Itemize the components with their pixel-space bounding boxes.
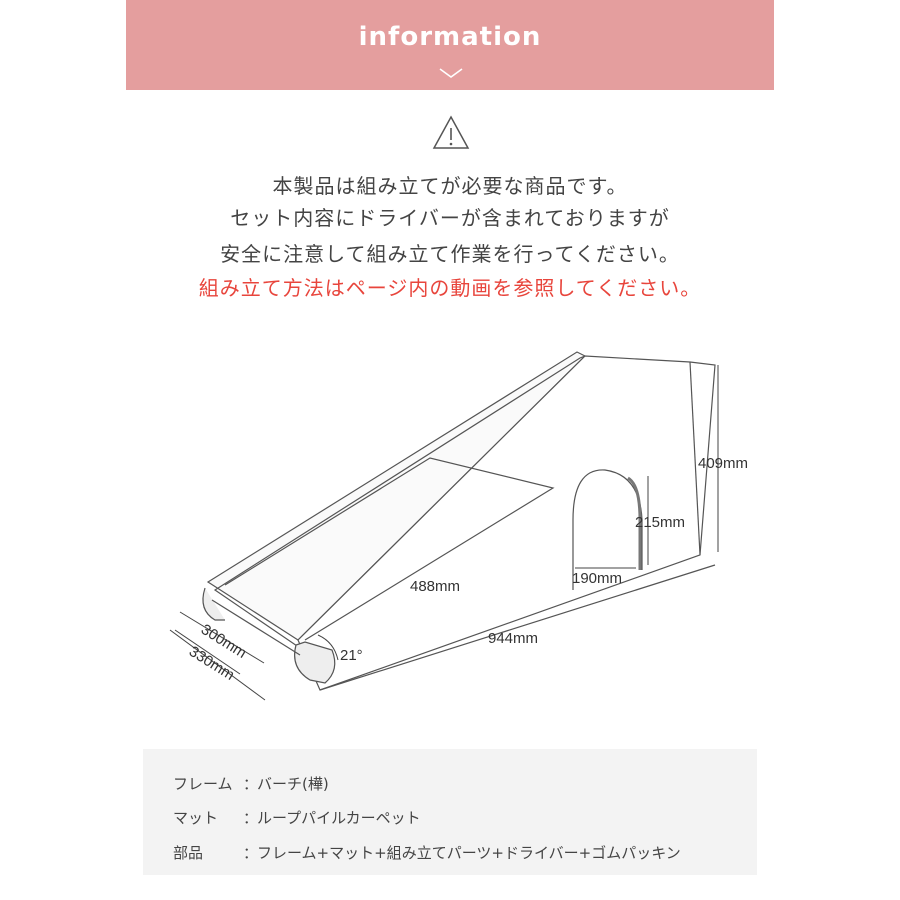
notice-line-2: セット内容にドライバーが含まれておりますが [230,206,670,230]
spec-row-parts: 部品 ：フレーム+マット+組み立てパーツ+ドライバー+ゴムパッキン [173,842,681,863]
notice-line-1: 本製品は組み立てが必要な商品です。 [272,174,628,198]
spec-colon: ： [243,844,259,862]
spec-table: フレーム：バーチ(樺) マット：ループパイルカーペット 部品：フレーム+マット+… [143,749,757,875]
spec-key: 部品 [173,844,204,862]
spec-value: フレーム+マット+組み立てパーツ+ドライバー+ゴムパッキン [257,844,681,862]
angle-label: 21° [340,647,363,664]
arch-height-label: 215mm [635,514,685,531]
warning-icon [432,115,470,149]
mat-length-label: 488mm [410,578,460,595]
notice-line-3: 安全に注意して組み立て作業を行ってください。 [220,242,680,266]
spec-key: マット [173,809,219,827]
spec-value: バーチ(樺) [257,775,329,793]
spec-row-frame: フレーム ：バーチ(樺) [173,773,329,794]
arch-width-label: 190mm [572,570,622,587]
height-label: 409mm [698,455,748,472]
header-title: information [358,22,542,52]
chevron-down-icon [439,68,463,78]
info-header: information [126,0,774,90]
spec-value: ループパイルカーペット [257,809,421,827]
notice-line-video: 組み立て方法はページ内の動画を参照してください。 [198,276,702,300]
spec-colon: ： [243,775,259,793]
spec-key: フレーム [173,775,233,793]
spec-row-mat: マット ：ループパイルカーペット [173,807,421,828]
spec-colon: ： [243,809,259,827]
base-length-label: 944mm [488,630,538,647]
slope-dimension-diagram: 409mm 215mm 190mm 488mm 944mm 21° 300mm … [169,351,748,701]
